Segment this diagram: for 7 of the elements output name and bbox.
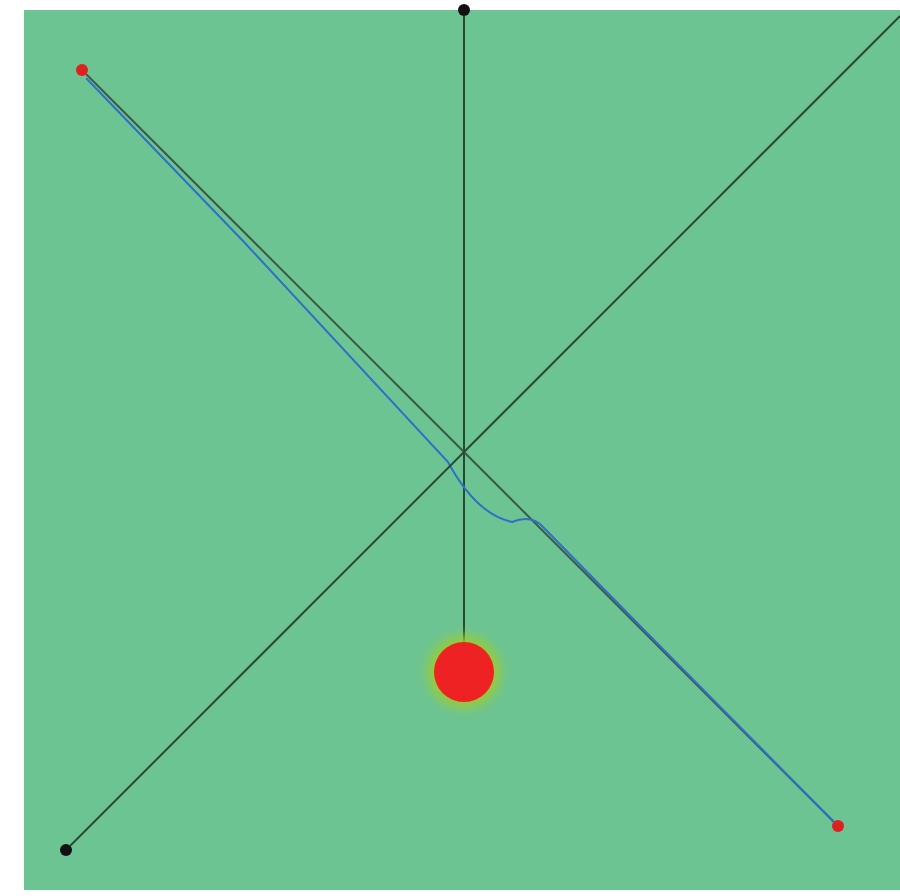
line bbox=[463, 15, 465, 643]
endpoint-dot bbox=[832, 820, 844, 832]
ball bbox=[434, 642, 494, 702]
line bbox=[69, 15, 900, 847]
endpoint-dot bbox=[458, 4, 470, 16]
endpoint-dot bbox=[76, 64, 88, 76]
endpoint-dot bbox=[60, 844, 72, 856]
